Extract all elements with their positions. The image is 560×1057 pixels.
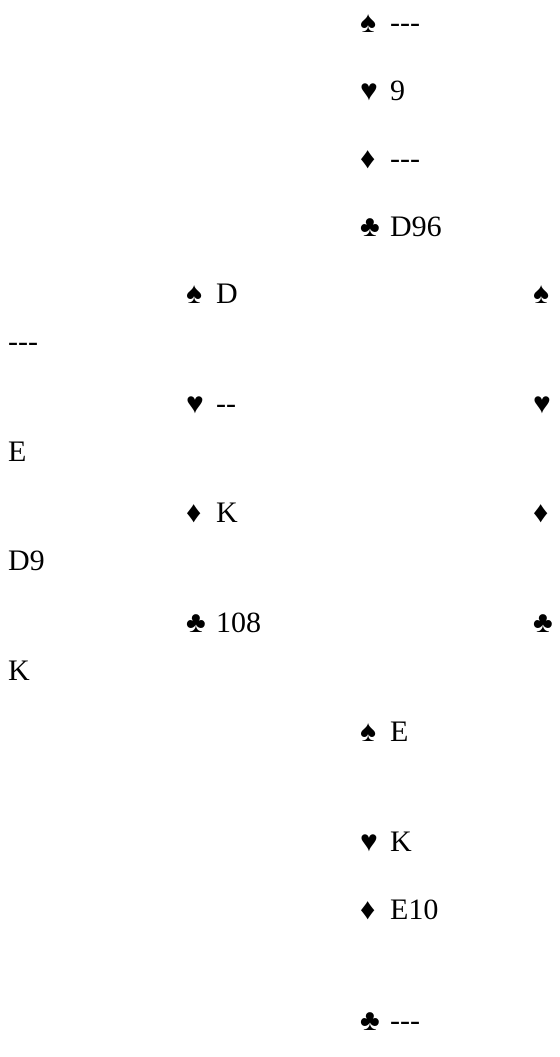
west-spades-row: ♠D — [186, 279, 238, 309]
diamond-icon: ♦ — [360, 142, 376, 175]
south-clubs-cards: --- — [390, 1004, 420, 1037]
club-icon: ♣ — [360, 1004, 380, 1037]
south-hearts-cards: K — [390, 825, 412, 858]
north-diamonds-row: ♦ --- — [360, 144, 420, 174]
north-hearts-cards: 9 — [390, 74, 405, 107]
south-spades-row: ♠E — [360, 717, 408, 747]
east-clubs-suit: ♣ — [533, 606, 553, 639]
east-hearts-suit: ♥ — [533, 387, 551, 420]
heart-icon: ♥ — [186, 387, 204, 420]
west-hearts-cards: -- — [216, 387, 236, 420]
south-clubs-row: ♣ --- — [360, 1006, 420, 1036]
west-clubs-cards: 108 — [216, 606, 261, 639]
club-icon: ♣ — [360, 210, 380, 243]
diamond-icon: ♦ — [186, 496, 202, 529]
east-diamonds-cards: D9 — [8, 544, 45, 577]
east-spades-cards: --- — [8, 325, 38, 358]
diamond-icon: ♦ — [360, 893, 376, 926]
heart-icon: ♥ — [360, 825, 378, 858]
west-clubs-row: ♣ 108 — [186, 608, 261, 638]
north-clubs-row: ♣ D96 — [360, 212, 442, 242]
north-spades-row: ♠ --- — [360, 8, 420, 38]
spade-icon: ♠ — [360, 6, 376, 39]
north-spades-cards: --- — [390, 6, 420, 39]
club-icon: ♣ — [186, 606, 206, 639]
north-diamonds-cards: --- — [390, 142, 420, 175]
west-hearts-row: ♥ -- — [186, 389, 236, 419]
spade-icon: ♠ — [360, 715, 376, 748]
heart-icon: ♥ — [360, 74, 378, 107]
south-spades-cards: E — [390, 715, 409, 748]
east-clubs-cards: K — [8, 654, 30, 687]
south-diamonds-row: ♦ E10 — [360, 895, 438, 925]
west-diamonds-row: ♦K — [186, 498, 238, 528]
south-diamonds-cards: E10 — [390, 893, 439, 926]
south-hearts-row: ♥K — [360, 827, 412, 857]
west-diamonds-cards: K — [216, 496, 238, 529]
east-hearts-cards: E — [8, 435, 27, 468]
spade-icon: ♠ — [186, 277, 202, 310]
west-spades-cards: D — [216, 277, 238, 310]
north-hearts-row: ♥9 — [360, 76, 405, 106]
north-clubs-cards: D96 — [390, 210, 442, 243]
east-diamonds-suit: ♦ — [533, 496, 549, 529]
east-spades-suit: ♠ — [533, 277, 549, 310]
